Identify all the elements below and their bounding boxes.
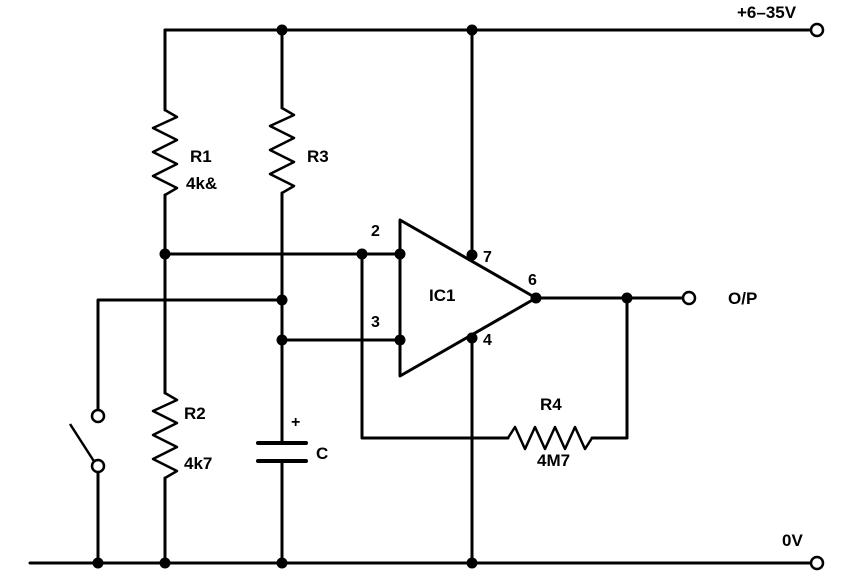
switch-top-wire [96,298,284,412]
switch-lever [68,423,99,467]
junction-dot [92,557,104,569]
junction-dot [159,557,171,569]
switch-contact-top [90,408,106,424]
capacitor-c-polarity: + [291,414,300,431]
r1-name: R1 [190,147,212,166]
pin-7-label: 7 [483,249,492,266]
pin-6-label: 6 [528,272,537,289]
output-terminal [681,290,697,306]
resistor-r3 [268,106,296,195]
junction-dot [159,248,171,260]
r3-name: R3 [307,147,329,166]
r4-name: R4 [540,395,562,414]
pin-2-label: 2 [371,223,380,240]
junction-dot [276,557,288,569]
junction-dot [530,292,542,304]
junction-dot [466,24,478,36]
junction-dot [466,557,478,569]
junction-dot [276,334,288,346]
junction-dot [466,249,478,261]
r2-value: 4k7 [184,454,212,473]
junction-dot [394,248,406,260]
junction-dot [621,292,633,304]
pin-3-label: 3 [371,314,380,331]
resistor-r2 [151,391,179,480]
ic1-label: IC1 [429,286,455,305]
pin-4-label: 4 [483,332,492,349]
output-label: O/P [728,289,757,308]
resistor-r4 [506,425,594,451]
junction-dot [394,334,406,346]
capacitor-c-name: C [316,444,328,463]
r1-value: 4k& [186,174,217,193]
junction-dot [466,332,478,344]
feedback-wire-right [590,296,629,440]
opamp-ic1 [398,218,538,378]
ground-terminal [809,555,825,571]
feedback-wire-left [360,252,510,440]
junction-dot [356,248,368,260]
junction-dot [276,294,288,306]
r2-name: R2 [184,404,206,423]
junction-dot [276,24,288,36]
positive-supply-terminal [809,22,825,38]
positive-supply-label: +6–35V [737,3,797,22]
switch-contact-bottom [90,458,106,474]
r4-value: 4M7 [537,451,570,470]
ground-label: 0V [782,531,803,550]
resistor-r1 [151,108,179,197]
